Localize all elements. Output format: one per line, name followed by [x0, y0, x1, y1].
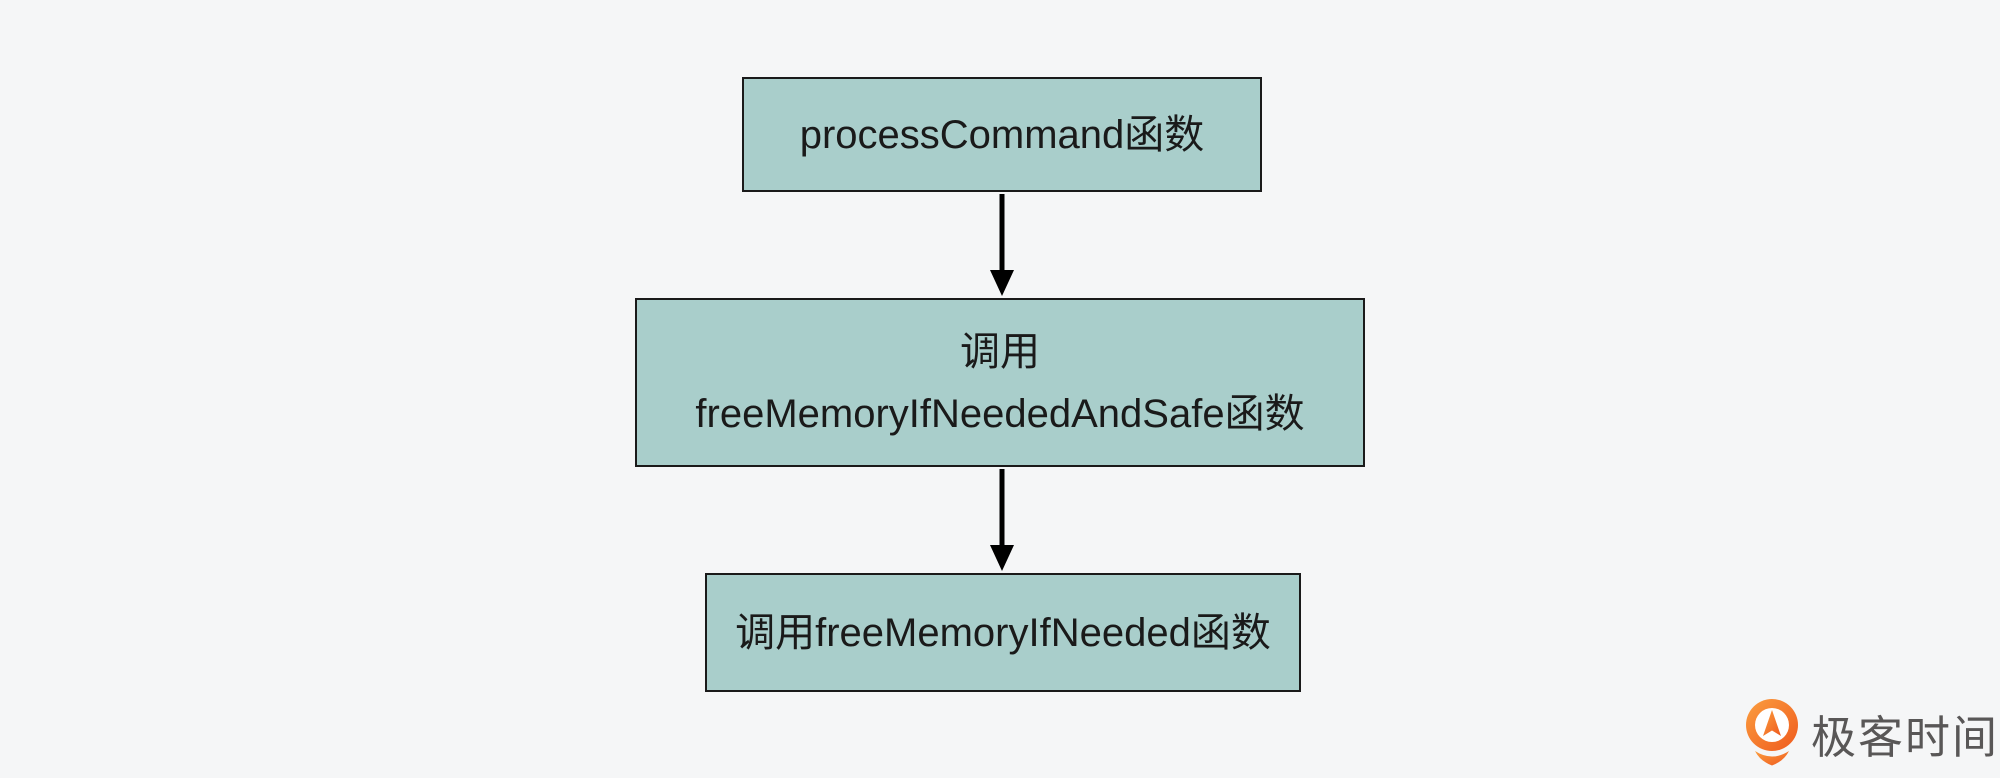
flow-node-free-memory-if-needed: 调用freeMemoryIfNeeded函数: [705, 573, 1301, 692]
geektime-logo-icon: [1746, 699, 1798, 766]
arrow-down-1: [990, 194, 1014, 296]
flow-node-process-command: processCommand函数: [742, 77, 1262, 192]
geektime-logo-text: 极客时间: [1811, 711, 2000, 763]
flow-node-label-line1: 调用: [960, 329, 1040, 374]
flow-node-label-line2: freeMemoryIfNeededAndSafe函数: [695, 391, 1305, 436]
flow-node-label: 调用freeMemoryIfNeeded函数: [735, 610, 1271, 655]
geektime-logo: 极客时间: [1746, 698, 1999, 768]
flow-node-free-memory-if-needed-and-safe: 调用 freeMemoryIfNeededAndSafe函数: [635, 298, 1365, 467]
arrow-down-2: [990, 469, 1014, 571]
flow-node-label: processCommand函数: [799, 112, 1205, 157]
